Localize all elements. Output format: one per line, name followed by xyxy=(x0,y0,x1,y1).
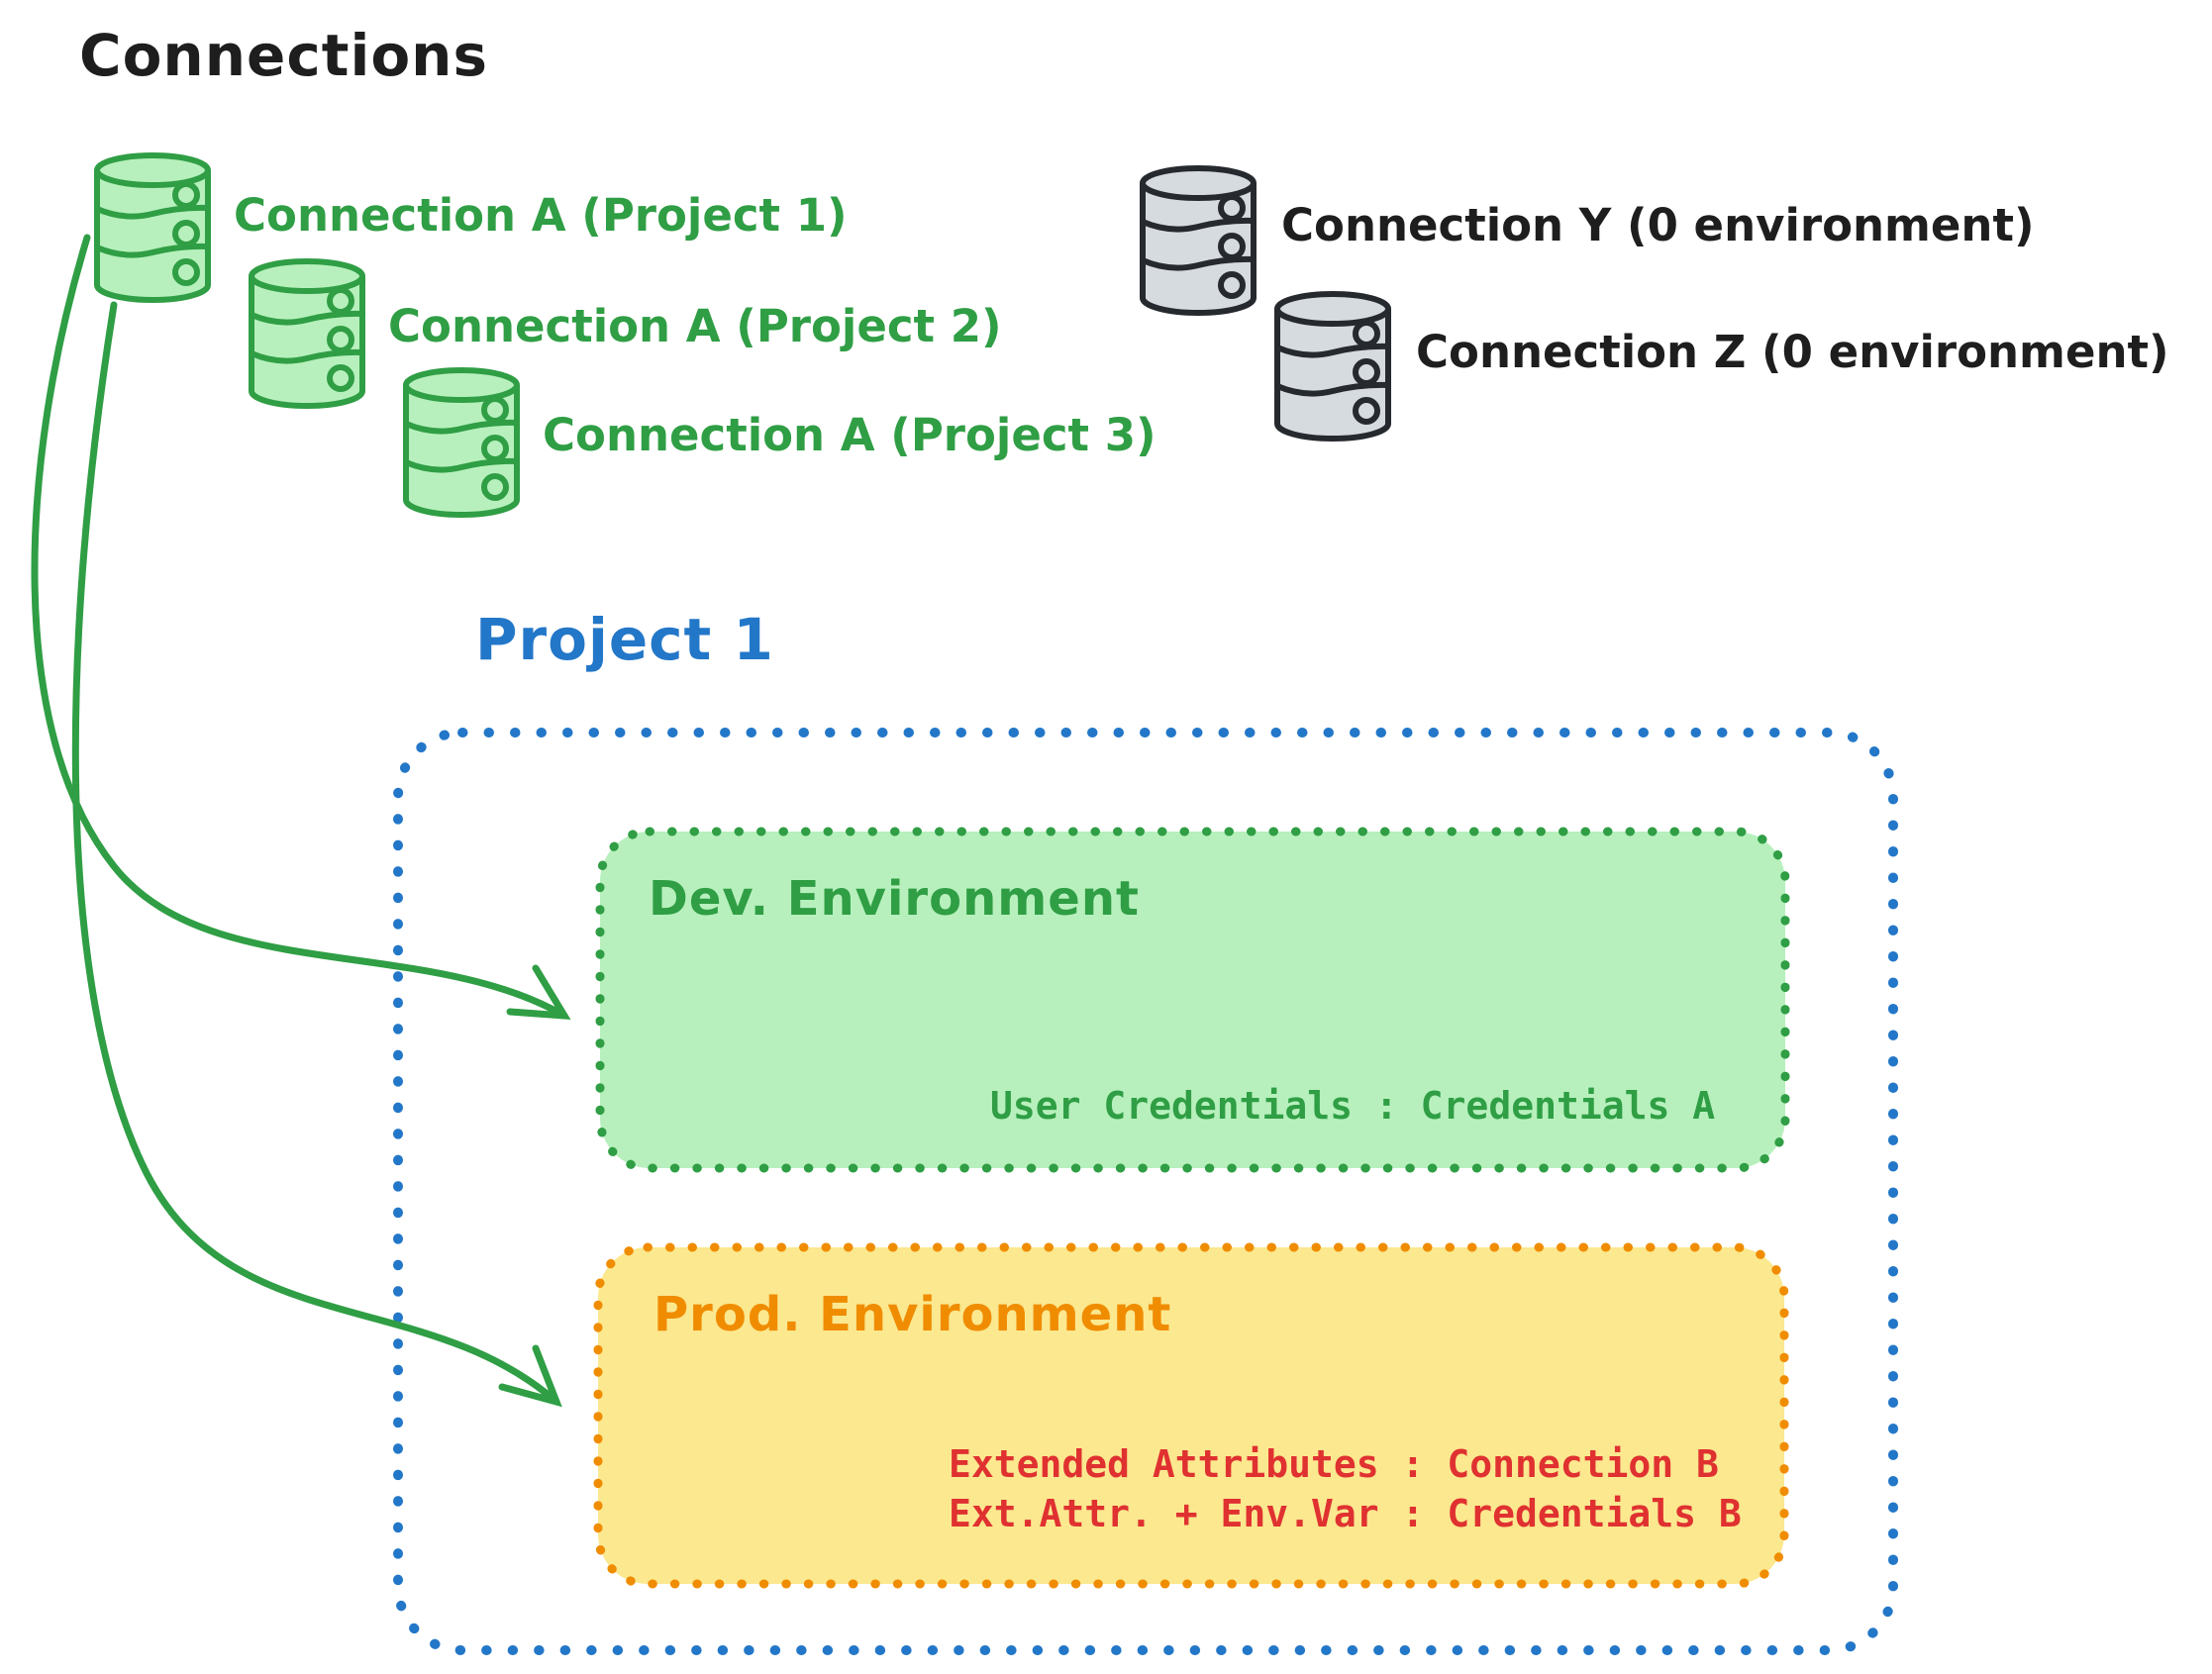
arrow-connection-a-to-dev xyxy=(31,234,571,1020)
project-1-container-box xyxy=(393,728,1898,1655)
prod-environment-title: Prod. Environment xyxy=(654,1287,1172,1342)
project-1-title: Project 1 xyxy=(475,606,774,673)
database-icon xyxy=(1277,294,1388,439)
diagram-title: Connections xyxy=(79,22,488,89)
dev-credentials-text: User Credentials : Credentials A xyxy=(990,1084,1716,1128)
dev-environment-box xyxy=(595,827,1790,1173)
arrowhead-dev xyxy=(506,964,571,1020)
dev-environment-title: Dev. Environment xyxy=(649,871,1140,927)
database-icon xyxy=(251,261,362,406)
database-icon xyxy=(406,370,517,515)
connection-z-label: Connection Z (0 environment) xyxy=(1416,326,2169,378)
connection-a-project-2-label: Connection A (Project 2) xyxy=(388,300,1002,352)
connection-a-project-3-label: Connection A (Project 3) xyxy=(543,409,1156,461)
database-icon xyxy=(97,155,208,300)
database-icon xyxy=(1143,168,1254,313)
connection-y-label: Connection Y (0 environment) xyxy=(1281,199,2035,251)
connection-a-project-1-label: Connection A (Project 1) xyxy=(234,189,848,242)
prod-credentials-text: Extended Attributes : Connection B Ext.A… xyxy=(949,1439,1742,1538)
prod-environment-box xyxy=(593,1242,1789,1589)
arrowhead-prod xyxy=(498,1344,562,1408)
arrow-connection-a-to-prod xyxy=(71,301,562,1408)
prod-credentials-line-2: Ext.Attr. + Env.Var : Credentials B xyxy=(949,1492,1742,1535)
prod-credentials-line-1: Extended Attributes : Connection B xyxy=(949,1442,1719,1486)
